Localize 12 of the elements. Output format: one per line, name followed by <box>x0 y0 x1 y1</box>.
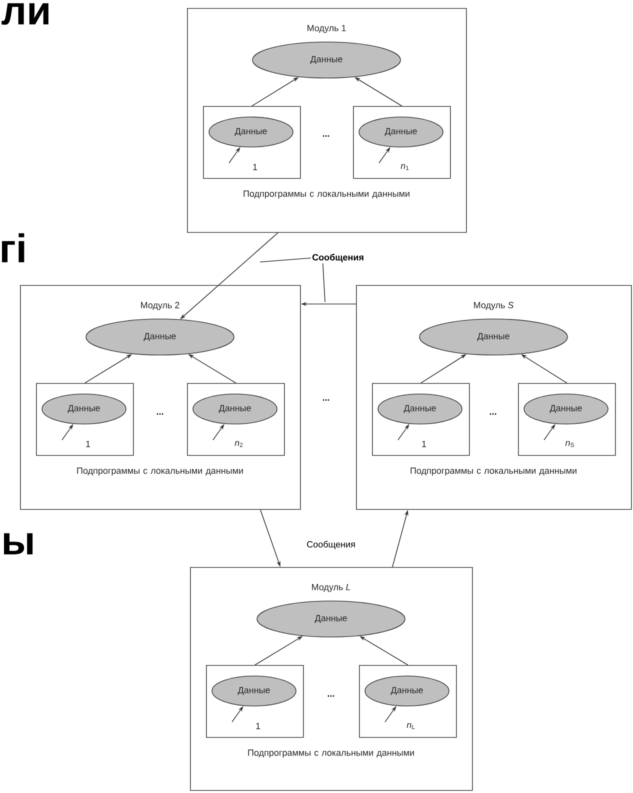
leader-line <box>322 263 326 302</box>
heading-fragment: ы <box>4 533 33 554</box>
message-label: Сообщения <box>307 540 355 550</box>
ellipsis: ... <box>322 135 330 137</box>
message-label: Сообщения <box>312 254 364 262</box>
ellipsis: ... <box>328 695 334 697</box>
leader-line <box>260 258 312 262</box>
ellipsis: ... <box>322 399 330 401</box>
heading-fragment: ли <box>2 3 48 25</box>
ellipsis: ... <box>490 413 496 415</box>
heading-fragment: гі <box>2 233 24 262</box>
ellipsis: ... <box>156 413 164 415</box>
